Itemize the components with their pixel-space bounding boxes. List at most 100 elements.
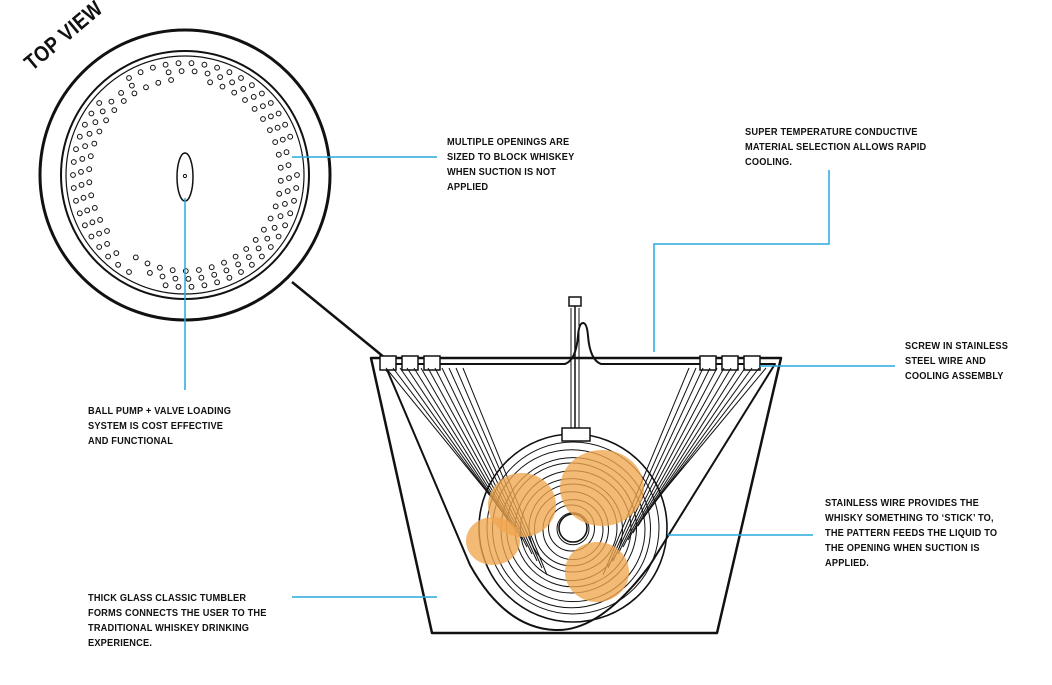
suction-hole [92,119,99,126]
suction-hole [91,205,98,211]
suction-hole [201,61,208,68]
suction-hole [144,260,151,267]
wire-left [385,367,493,499]
suction-hole [276,190,283,197]
suction-hole [238,269,244,275]
suction-hole [275,233,282,240]
suction-hole [96,230,102,237]
suction-hole [277,213,284,220]
suction-hole [86,166,93,173]
label-openings-line: MULTIPLE OPENINGS ARE [447,136,570,148]
wire-right [627,367,725,541]
suction-hole [78,182,85,188]
suction-hole [96,244,103,250]
wire-right [652,367,760,506]
wire-right [617,367,711,555]
suction-hole [175,283,182,290]
suction-hole [108,98,115,105]
suction-hole [287,133,294,140]
suction-hole [287,210,294,217]
suction-hole [204,70,211,77]
screw-tab [379,355,397,371]
suction-hole [260,116,266,122]
suction-hole [120,98,127,104]
suction-hole [89,219,96,226]
ball-valve-top [176,152,194,202]
suction-hole [260,103,266,109]
screw-tab [423,355,441,371]
label-wire-line: THE PATTERN FEEDS THE LIQUID TO [825,527,998,539]
glass-inner [381,322,776,632]
suction-hole [188,283,195,290]
suction-hole [126,269,132,275]
suction-hole [88,192,95,199]
suction-hole [232,253,239,260]
suction-hole [159,273,166,280]
whisky-droplet [560,450,644,526]
suction-hole [267,244,274,250]
suction-hole [147,270,153,276]
suction-holes [70,60,300,290]
suction-hole [201,282,208,289]
label-glass: THICK GLASS CLASSIC TUMBLER FORMS CONNEC… [88,591,267,651]
suction-hole [259,90,265,97]
suction-hole [283,149,290,156]
suction-hole [223,267,230,274]
wire-left [462,367,548,576]
suction-hole [76,210,83,217]
suction-hole [70,172,76,178]
suction-hole [105,253,111,260]
suction-hole [76,133,83,140]
label-glass-line: TRADITIONAL WHISKEY DRINKING [88,622,250,634]
wire-right [602,367,690,576]
suction-hole [129,82,135,89]
label-glass-line: EXPERIENCE. [88,637,153,649]
suction-hole [272,139,279,146]
suction-hole [162,61,169,68]
suction-hole [99,108,106,115]
whisky-droplet [565,542,629,602]
suction-hole [82,143,88,150]
suction-hole [178,68,185,74]
suction-hole [275,151,282,158]
suction-hole [118,90,124,96]
suction-hole [264,235,271,242]
suction-hole [285,162,292,169]
suction-hole [182,268,189,274]
suction-hole [275,110,282,117]
wire-right [647,367,753,513]
suction-hole [286,175,292,182]
suction-hole [191,68,198,75]
suction-hole [175,60,182,67]
wire-left [399,367,503,513]
suction-hole [86,179,93,186]
suction-hole [97,217,103,223]
suction-hole [252,237,259,243]
label-ball-pump-line: BALL PUMP + VALVE LOADING [88,405,232,417]
suction-hole [274,124,281,131]
tumbler-glass [369,322,783,635]
suction-hole [268,113,274,120]
suction-hole [168,77,175,83]
suction-hole [249,82,255,89]
suction-hole [207,79,214,86]
suction-hole [165,69,172,76]
suction-hole [79,156,86,162]
label-material-line: SUPER TEMPERATURE CONDUCTIVE [745,126,918,138]
label-screw-line: STEEL WIRE AND [905,355,987,367]
suction-hole [219,83,226,90]
suction-hole [243,246,250,252]
label-material: SUPER TEMPERATURE CONDUCTIVE MATERIAL SE… [745,125,926,170]
label-wire-line: STAINLESS WIRE PROVIDES THE [825,497,979,509]
suction-hole [70,159,77,165]
suction-hole [250,94,257,100]
suction-hole [277,164,284,171]
suction-hole [272,203,279,210]
suction-hole [78,169,84,175]
suction-hole [226,69,233,76]
ball-valve-center [182,173,188,179]
label-material-line: COOLING. [745,156,793,168]
wire-right [612,367,704,562]
